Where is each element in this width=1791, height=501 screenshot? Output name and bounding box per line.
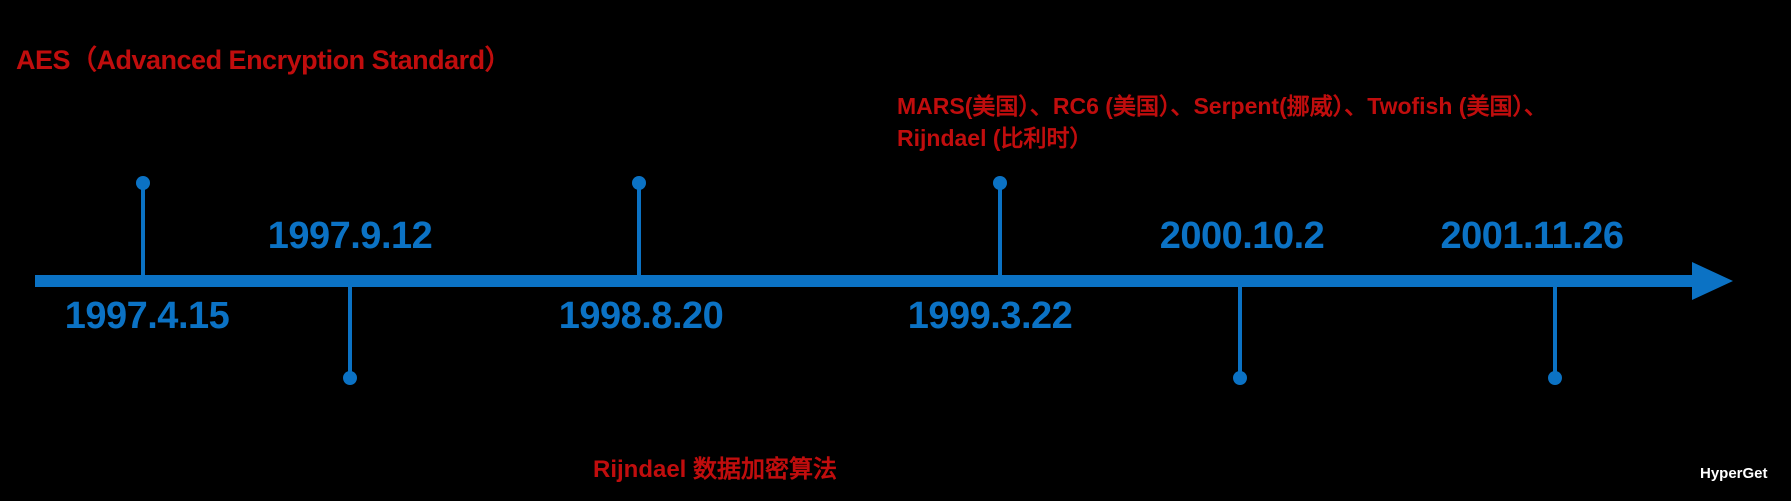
event-dot-icon [632,176,646,190]
event-date-label: 2000.10.2 [1159,215,1325,257]
page-title: AES（Advanced Encryption Standard） [16,45,512,75]
event-stem [348,287,352,372]
finalists-annotation: MARS(美国）、RC6 (美国）、Serpent(挪威）、Twofish (美… [897,90,1547,154]
finalists-annotation-line2: Rijndael (比利时） [897,125,1093,151]
event-date-label: 1997.9.12 [267,215,433,257]
event-dot-icon [1233,371,1247,385]
finalists-annotation-line1: MARS(美国）、RC6 (美国）、Serpent(挪威）、Twofish (美… [897,93,1547,119]
event-date-label: 2001.11.26 [1440,215,1624,257]
timeline-axis [35,275,1695,287]
event-stem [1553,287,1557,372]
event-stem [998,189,1002,275]
event-date-label: 1997.4.15 [64,295,230,337]
event-dot-icon [1548,371,1562,385]
event-date-label: 1999.3.22 [907,295,1073,337]
event-dot-icon [993,176,1007,190]
winner-annotation: Rijndael 数据加密算法 [593,456,838,483]
event-dot-icon [136,176,150,190]
arrowhead-icon [1692,262,1733,300]
event-date-label: 1998.8.20 [558,295,724,337]
watermark-label: HyperGet [1700,465,1768,482]
event-stem [141,189,145,275]
event-stem [637,189,641,275]
event-dot-icon [343,371,357,385]
event-stem [1238,287,1242,372]
